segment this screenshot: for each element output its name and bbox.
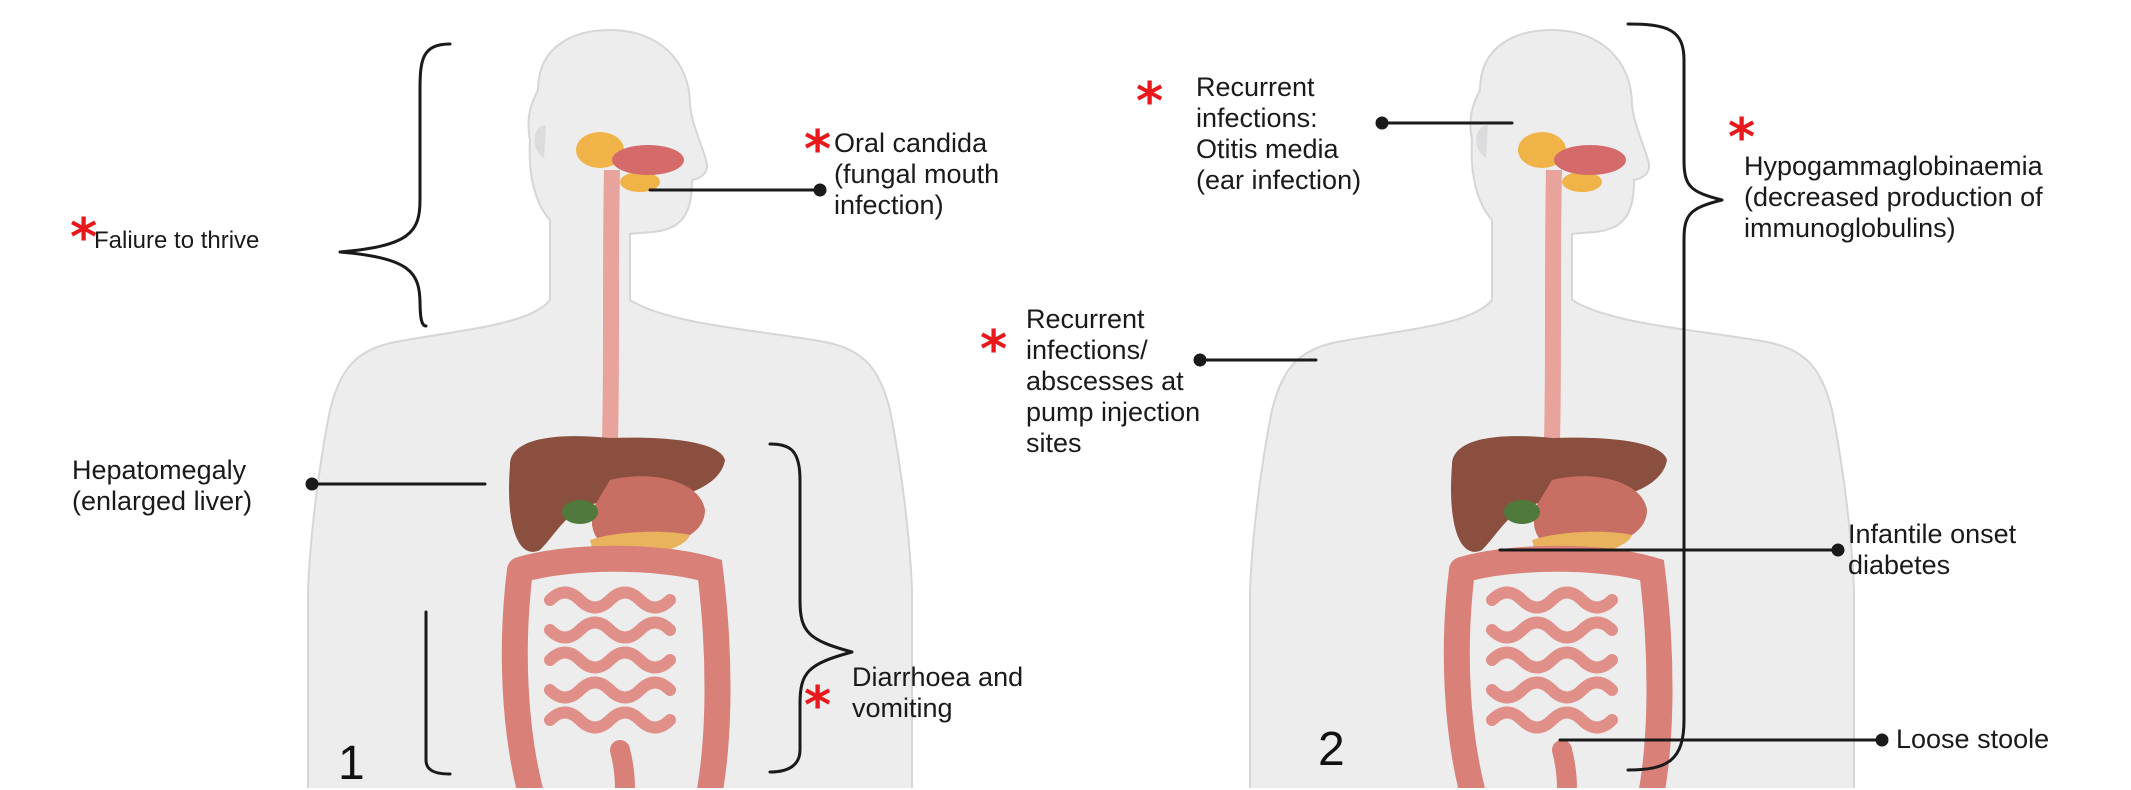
label-line: infections/ <box>1026 335 1200 366</box>
panel1-label-hepatomegaly: Hepatomegaly(enlarged liver) <box>72 455 252 517</box>
panel2-leader-diabetes-dot <box>1833 545 1843 555</box>
label-line: (decreased production of <box>1744 182 2043 213</box>
label-line: infections: <box>1196 103 1361 134</box>
panel1-leader-hepato-dot <box>307 479 317 489</box>
label-line: (enlarged liver) <box>72 486 252 517</box>
panel2-rectum <box>1562 750 1567 788</box>
panel1-asterisk-oral: * <box>804 124 831 176</box>
panel2-number: 2 <box>1318 726 1345 774</box>
label-line: immunoglobulins) <box>1744 213 2043 244</box>
panel2-salivary-gland-lower <box>1562 172 1602 192</box>
label-line: Hepatomegaly <box>72 455 252 486</box>
label-line: Oral candida <box>834 128 999 159</box>
panel2-asterisk-abscess: * <box>980 324 1007 376</box>
panel2-label-loose-stools: Loose stoole <box>1896 724 2049 755</box>
label-line: Infantile onset <box>1848 519 2016 550</box>
label-line: diabetes <box>1848 550 2016 581</box>
panel1-brace-failure <box>340 44 450 326</box>
panel1-gallbladder <box>562 500 598 524</box>
panel2-leader-otitis-dot <box>1377 118 1387 128</box>
panel1-asterisk-diarrhoea: * <box>804 680 831 732</box>
panel1-rectum <box>620 750 625 788</box>
panel2-leader-loose-dot <box>1877 735 1887 745</box>
label-line: Otitis media <box>1196 134 1361 165</box>
panel2-asterisk-hypogamma: * <box>1728 112 1755 164</box>
label-line: Loose stoole <box>1896 724 2049 755</box>
panel1-asterisk-failure: * <box>70 212 97 264</box>
panel1-mouth <box>612 145 684 175</box>
label-line: Hypogammaglobinaemia <box>1744 151 2043 182</box>
panel2-label-hypogamma: Hypogammaglobinaemia(decreased productio… <box>1744 151 2043 244</box>
label-line: Recurrent <box>1026 304 1200 335</box>
panel1-esophagus <box>610 170 612 440</box>
panel1-number: 1 <box>338 740 365 788</box>
label-line: sites <box>1026 428 1200 459</box>
panel2-asterisk-otitis: * <box>1136 76 1163 128</box>
label-line: Recurrent <box>1196 72 1361 103</box>
label-line: infection) <box>834 190 999 221</box>
panel2-mouth <box>1554 145 1626 175</box>
panel2-gallbladder <box>1504 500 1540 524</box>
panel1-leader-oral-dot <box>815 185 825 195</box>
label-line: abscesses at <box>1026 366 1200 397</box>
label-line: Faliure to thrive <box>94 225 259 256</box>
label-line: (ear infection) <box>1196 165 1361 196</box>
panel1-label-failure-to-thrive: Faliure to thrive <box>94 225 259 256</box>
label-line: vomiting <box>852 693 1023 724</box>
label-line: Diarrhoea and <box>852 662 1023 693</box>
label-line: (fungal mouth <box>834 159 999 190</box>
label-line: pump injection <box>1026 397 1200 428</box>
panel2-esophagus <box>1552 170 1554 440</box>
